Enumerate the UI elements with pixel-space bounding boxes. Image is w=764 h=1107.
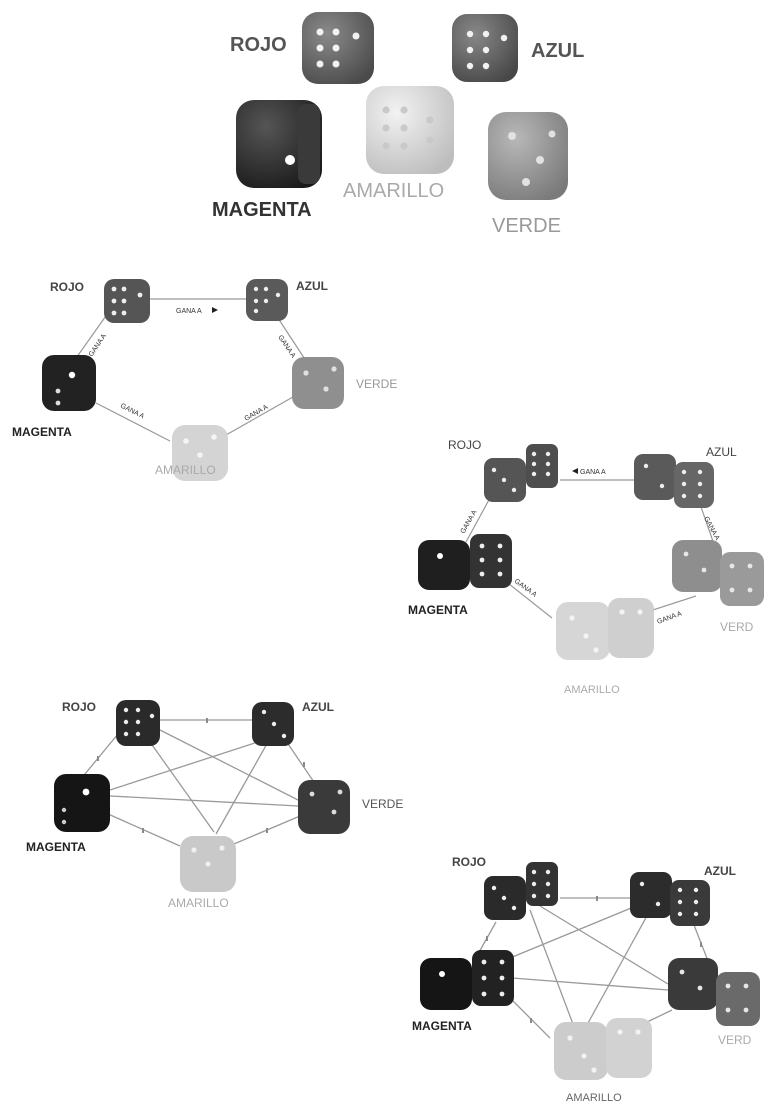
label-magenta: MAGENTA <box>412 1019 472 1033</box>
die-verde <box>292 357 344 409</box>
label-magenta: MAGENTA <box>26 840 86 854</box>
dice-overview-svg <box>236 12 568 200</box>
die-magenta-pair <box>420 950 514 1010</box>
label-amarillo: AMARILLO <box>566 1092 622 1104</box>
label-magenta: MAGENTA <box>408 603 468 617</box>
die-amarillo <box>366 86 454 174</box>
panel-dice-overview: ROJO AZUL MAGENTA AMARILLO VERDE <box>0 0 764 250</box>
label-magenta: MAGENTA <box>12 425 72 439</box>
die-rojo-pair <box>484 862 558 920</box>
panel-cycle-pairs: GANA A GANA A GANA A GANA A GANA A ROJO … <box>400 430 764 700</box>
arrow-ticks <box>97 718 305 833</box>
die-verde-pair <box>672 540 764 606</box>
panel-graph-pairs: ROJO AZUL MAGENTA AMARILLO VERD <box>400 850 764 1107</box>
die-amarillo <box>172 425 228 481</box>
die-magenta <box>42 355 96 411</box>
die-rojo-pair <box>484 444 558 502</box>
label-azul: AZUL <box>302 700 334 714</box>
label-amarillo: AMARILLO <box>343 180 445 202</box>
edge-label-rojo-azul: GANA A <box>176 308 202 315</box>
edge-label-azul-verde: GANA A <box>276 334 296 359</box>
label-azul: AZUL <box>704 864 736 878</box>
label-rojo: ROJO <box>452 855 487 869</box>
graph-single-svg <box>54 700 350 892</box>
label-amarillo: AMARILLO <box>168 896 229 910</box>
label-verde: VERD <box>720 620 754 634</box>
die-amarillo-pair <box>554 1018 652 1080</box>
edge-label-azul-rojo: GANA A <box>580 469 606 476</box>
die-magenta-pair <box>418 534 512 590</box>
die-azul <box>246 279 288 321</box>
die-verde <box>298 780 350 834</box>
graph-edges <box>79 719 319 847</box>
label-rojo: ROJO <box>448 438 482 452</box>
die-azul-pair <box>630 872 710 926</box>
label-azul: AZUL <box>706 445 737 459</box>
label-rojo: ROJO <box>230 34 287 56</box>
edge-label-amarillo-magenta: GANA A <box>119 403 145 421</box>
die-rojo <box>116 700 160 746</box>
die-magenta <box>54 774 110 832</box>
label-verde: VERDE <box>492 215 561 237</box>
die-rojo <box>302 12 374 84</box>
label-rojo: ROJO <box>62 700 97 714</box>
cycle-single-svg: GANA A GANA A GANA A GANA A GANA A <box>42 279 344 481</box>
die-rojo <box>104 279 150 323</box>
cycle-edges <box>73 298 311 442</box>
label-rojo: ROJO <box>50 280 85 294</box>
label-azul: AZUL <box>296 279 328 293</box>
die-azul <box>252 702 294 746</box>
edge-label-magenta-amarillo: GANA A <box>513 578 538 599</box>
die-verde <box>488 112 568 200</box>
graph-pairs-svg <box>420 862 760 1080</box>
die-verde-pair <box>668 958 760 1026</box>
die-azul-pair <box>634 454 714 508</box>
arrow-head <box>572 468 578 474</box>
edge-labels: GANA A GANA A GANA A GANA A GANA A <box>88 307 297 423</box>
panel-cycle-single: GANA A GANA A GANA A GANA A GANA A ROJO … <box>0 265 440 495</box>
edge-label-rojo-magenta: GANA A <box>460 509 479 535</box>
label-amarillo: AMARILLO <box>155 463 216 477</box>
edge-label-verde-amarillo: GANA A <box>656 610 683 625</box>
die-magenta <box>236 100 322 188</box>
label-verde: VERD <box>718 1033 752 1047</box>
die-amarillo <box>180 836 236 892</box>
cycle-pairs-svg: GANA A GANA A GANA A GANA A GANA A <box>418 444 764 660</box>
die-amarillo-pair <box>556 598 654 660</box>
label-magenta: MAGENTA <box>212 199 312 221</box>
arrow-head <box>212 307 218 313</box>
label-verde: VERDE <box>362 797 404 811</box>
label-amarillo: AMARILLO <box>564 684 620 696</box>
label-azul: AZUL <box>531 40 585 62</box>
label-verde: VERDE <box>356 377 398 391</box>
die-azul <box>452 14 518 82</box>
panel-graph-single: ROJO AZUL MAGENTA AMARILLO VERDE <box>0 690 430 930</box>
